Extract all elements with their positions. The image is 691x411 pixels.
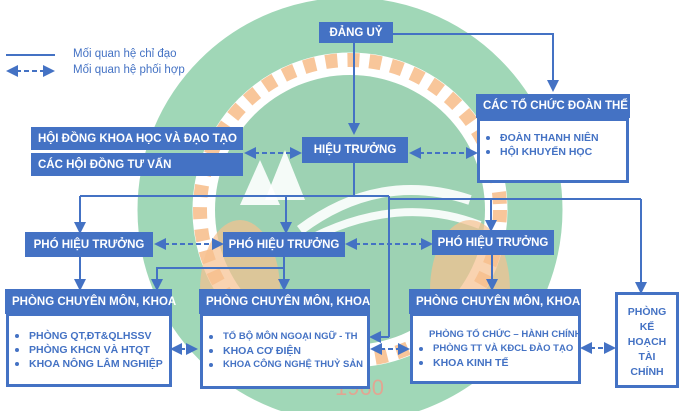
- node-hoi-dong-khoa-hoc[interactable]: HỘI ĐỒNG KHOA HỌC VÀ ĐẠO TẠO: [31, 127, 243, 150]
- node-ke-hoach-tai-chinh[interactable]: PHÒNG KẾ HOẠCH TÀI CHÍNH: [615, 292, 679, 388]
- list-item: HỘI KHUYẾN HỌC: [480, 145, 626, 159]
- node-pho-hieu-truong-label: PHÓ HIỆU TRƯỞNG: [33, 238, 145, 251]
- kh-line: HOẠCH: [627, 336, 667, 348]
- list-item: ĐOÀN THANH NIÊN: [480, 131, 626, 145]
- list-item: PHÒNG TT VÀ KĐCL ĐÀO TẠO: [413, 342, 578, 356]
- list-item: PHÒNG TỔ CHỨC – HÀNH CHÍNH: [429, 329, 582, 340]
- node-doan-the-header[interactable]: CÁC TỔ CHỨC ĐOÀN THỂ: [476, 94, 630, 118]
- node-department-1-header[interactable]: PHÒNG CHUYÊN MÔN, KHOA: [5, 289, 176, 314]
- kh-line: PHÒNG: [627, 306, 667, 318]
- department-title: PHÒNG CHUYÊN MÔN, KHOA: [416, 295, 581, 308]
- node-department-3-body: PHÒNG TỔ CHỨC – HÀNH CHÍNH PHÒNG TT VÀ K…: [410, 313, 582, 384]
- node-doan-the-title: CÁC TỔ CHỨC ĐOÀN THỂ: [483, 100, 628, 112]
- node-hoi-dong-tu-van-label: CÁC HỘI ĐỒNG TƯ VẤN: [38, 158, 172, 171]
- node-hoi-dong-tu-van[interactable]: CÁC HỘI ĐỒNG TƯ VẤN: [31, 153, 243, 176]
- list-item: TỔ BỘ MÔN NGOẠI NGỮ - TH: [203, 330, 367, 344]
- node-hieu-truong-label: HIỆU TRƯỞNG: [313, 144, 397, 156]
- department-title: PHÒNG CHUYÊN MÔN, KHOA: [206, 295, 371, 308]
- list-item: KHOA CÔNG NGHỆ THUỶ SẢN: [203, 358, 367, 372]
- node-hoi-dong-khoa-hoc-label: HỘI ĐỒNG KHOA HỌC VÀ ĐẠO TẠO: [38, 132, 237, 145]
- node-department-3-header[interactable]: PHÒNG CHUYÊN MÔN, KHOA: [409, 289, 581, 314]
- node-dang-uy-label: ĐẢNG UỶ: [329, 26, 383, 39]
- node-department-2-body: TỔ BỘ MÔN NGOẠI NGỮ - TH KHOA CƠ ĐIỆN KH…: [200, 313, 370, 389]
- node-pho-hieu-truong-2[interactable]: PHÓ HIỆU TRƯỞNG: [223, 232, 345, 257]
- list-item: KHOA CƠ ĐIỆN: [203, 344, 367, 358]
- node-department-1-body: PHÒNG QT,ĐT&QLHSSV PHÒNG KHCN VÀ HTQT KH…: [6, 313, 172, 387]
- list-item: PHÒNG QT,ĐT&QLHSSV: [9, 329, 169, 343]
- node-dang-uy[interactable]: ĐẢNG UỶ: [319, 22, 393, 43]
- node-pho-hieu-truong-label: PHÓ HIỆU TRƯỞNG: [437, 236, 549, 249]
- node-hieu-truong[interactable]: HIỆU TRƯỞNG: [302, 137, 408, 163]
- node-pho-hieu-truong-label: PHÓ HIỆU TRƯỞNG: [228, 238, 340, 251]
- list-item: KHOA KINH TẾ: [413, 356, 578, 370]
- kh-line: KẾ: [639, 321, 655, 333]
- department-title: PHÒNG CHUYÊN MÔN, KHOA: [12, 295, 177, 308]
- list-item: KHOA NÔNG LÂM NGHIỆP: [9, 357, 169, 371]
- node-doan-the-body: ĐOÀN THANH NIÊN HỘI KHUYẾN HỌC: [477, 118, 629, 183]
- legend-dashed-label: Mối quan hệ phối hợp: [73, 64, 185, 76]
- list-item: PHÒNG KHCN VÀ HTQT: [9, 343, 169, 357]
- node-department-2-header[interactable]: PHÒNG CHUYÊN MÔN, KHOA: [199, 289, 370, 314]
- legend-solid-label: Mối quan hệ chỉ đạo: [73, 48, 177, 60]
- kh-line: CHÍNH: [630, 366, 664, 378]
- kh-line: TÀI: [638, 351, 656, 363]
- node-pho-hieu-truong-3[interactable]: PHÓ HIỆU TRƯỞNG: [432, 230, 554, 255]
- node-pho-hieu-truong-1[interactable]: PHÓ HIỆU TRƯỞNG: [25, 232, 153, 257]
